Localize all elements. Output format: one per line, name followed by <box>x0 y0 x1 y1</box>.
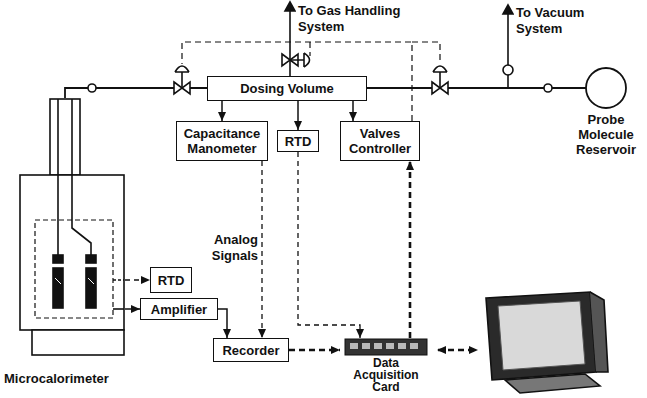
connector-line <box>367 87 586 89</box>
node-label: Valves Controller <box>345 126 415 156</box>
amplifier-box: Amplifier <box>140 298 218 320</box>
valve-actuator <box>433 66 447 88</box>
vessel-box: Dosing Volume <box>207 76 367 101</box>
arrow-head <box>503 5 513 14</box>
node-label: RTD <box>285 134 312 149</box>
vacuum-line <box>507 12 509 88</box>
connector-line <box>218 309 227 338</box>
controller-box: Valves Controller <box>340 121 420 161</box>
signal-label: Analog Signals <box>196 232 260 264</box>
data-link <box>438 349 478 352</box>
sensor-box: RTD <box>277 130 319 152</box>
node-label: RTD <box>158 273 185 288</box>
microcalorimeter: Microcalorimeter <box>0 98 125 392</box>
sensor-box: RTD <box>150 267 192 293</box>
acquisition-card: Data Acquisition Card <box>340 338 432 396</box>
signal-line <box>261 161 262 338</box>
signal-line <box>409 161 412 338</box>
recorder-box: Recorder <box>213 338 289 362</box>
pipe-fitting <box>88 84 96 92</box>
connector-line <box>125 308 140 310</box>
connector-line <box>352 101 354 121</box>
microcalorimeter-drawing <box>0 98 125 392</box>
valve-actuator <box>175 66 189 88</box>
sensor-box: Capacitance Manometer <box>176 121 268 161</box>
node-label: Recorder <box>222 343 279 358</box>
check-valve <box>503 65 513 75</box>
signal-line <box>125 279 150 280</box>
signal-line <box>289 349 340 352</box>
node-label: Amplifier <box>151 302 207 317</box>
control-line <box>182 42 440 121</box>
node-label: Data Acquisition Card <box>340 357 432 393</box>
valve-actuator <box>290 53 310 67</box>
node-label: Microcalorimeter <box>4 371 124 386</box>
outlet-label: To Vacuum System <box>514 5 598 37</box>
node-label: Capacitance Manometer <box>181 126 263 156</box>
pipe-fitting <box>544 84 552 92</box>
node-label: Dosing Volume <box>240 81 334 96</box>
outlet-label: To Gas Handling System <box>296 3 412 35</box>
node-label: Probe Molecule Reservoir <box>568 112 644 157</box>
connector-line <box>221 101 223 121</box>
computer-monitor <box>486 292 608 393</box>
reservoir: Probe Molecule Reservoir <box>568 67 644 162</box>
connector-line <box>297 101 299 130</box>
signal-line <box>298 152 360 338</box>
arrow-head <box>285 2 295 11</box>
